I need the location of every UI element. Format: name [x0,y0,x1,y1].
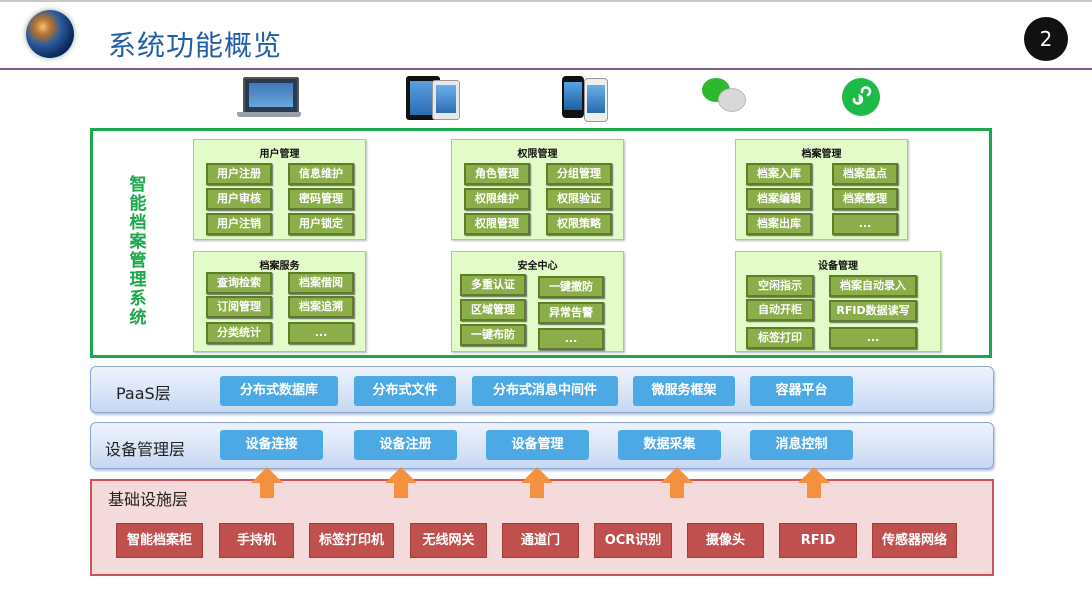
up-arrow-icon [521,467,553,498]
module-item[interactable]: 权限策略 [546,213,612,235]
infra-item[interactable]: 智能档案柜 [116,523,203,558]
module-title: 安全中心 [517,261,558,272]
module-archive-service: 档案服务 查询检索 档案借阅 订阅管理 档案追溯 分类统计 ... [193,251,366,352]
module-title: 设备管理 [818,261,858,272]
module-title: 用户管理 [259,149,300,160]
infra-item[interactable]: 标签打印机 [309,523,394,558]
module-item[interactable]: 异常告警 [538,302,604,324]
infra-item[interactable]: OCR识别 [594,523,672,558]
module-item[interactable]: 空闲指示 [746,275,814,297]
tablet-icon [406,76,460,120]
up-arrow-icon [661,467,693,498]
header-divider [0,68,1092,70]
module-item[interactable]: ... [538,328,604,350]
module-item[interactable]: ... [829,327,917,349]
paas-item[interactable]: 分布式文件 [354,376,456,406]
module-item[interactable]: 用户锁定 [288,213,354,235]
up-arrow-icon [251,467,283,498]
module-item[interactable]: 档案入库 [746,163,812,185]
module-item[interactable]: ... [288,322,354,344]
paas-item[interactable]: 容器平台 [750,376,853,406]
module-item[interactable]: 档案盘点 [832,163,898,185]
module-item[interactable]: 查询检索 [206,272,272,294]
module-item[interactable]: ... [832,213,898,235]
module-item[interactable]: 权限维护 [464,188,530,210]
module-item[interactable]: 档案借阅 [288,272,354,294]
device-layer-item[interactable]: 设备管理 [486,430,589,460]
smart-archive-system-panel [90,128,992,358]
device-layer-label: 设备管理层 [105,440,186,459]
infra-layer-label: 基础设施层 [108,490,189,509]
module-item[interactable]: 一键布防 [460,324,526,346]
module-item[interactable]: 角色管理 [464,163,530,185]
module-item[interactable]: 用户审核 [206,188,272,210]
module-title: 权限管理 [517,149,558,160]
module-title: 档案服务 [259,261,300,272]
module-item[interactable]: 档案出库 [746,213,812,235]
infra-item[interactable]: 无线网关 [410,523,487,558]
module-device-management: 设备管理 空闲指示 档案自动录入 自动开柜 RFID数据读写 标签打印 ... [735,251,941,352]
module-item[interactable]: 自动开柜 [746,299,814,321]
module-item[interactable]: 权限管理 [464,213,530,235]
system-vertical-label: 智能档案管理系统 [129,175,147,328]
device-layer-item[interactable]: 数据采集 [618,430,721,460]
infra-item[interactable]: 摄像头 [687,523,764,558]
module-item[interactable]: 分组管理 [546,163,612,185]
module-item[interactable]: 分类统计 [206,322,272,344]
infra-item[interactable]: 手持机 [219,523,294,558]
device-layer-item[interactable]: 消息控制 [750,430,853,460]
module-item[interactable]: 档案自动录入 [829,275,917,297]
module-item[interactable]: 信息维护 [288,163,354,185]
wechat-icon [702,78,746,112]
device-layer-item[interactable]: 设备连接 [220,430,323,460]
module-item[interactable]: 档案编辑 [746,188,812,210]
module-item[interactable]: 区域管理 [460,299,526,321]
module-item[interactable]: 档案整理 [832,188,898,210]
module-item[interactable]: 标签打印 [746,327,814,349]
module-security-center: 安全中心 多重认证 一键撤防 区域管理 异常告警 一键布防 ... [451,251,624,352]
mini-program-icon [842,78,880,116]
infra-item[interactable]: 传感器网络 [872,523,957,558]
page-title: 系统功能概览 [108,29,283,62]
paas-layer-label: PaaS层 [116,384,171,403]
paas-item[interactable]: 微服务框架 [633,376,735,406]
module-item[interactable]: 密码管理 [288,188,354,210]
globe-logo-icon [26,10,74,58]
paas-item[interactable]: 分布式数据库 [220,376,338,406]
page-number-badge: 2 [1024,17,1068,61]
module-item[interactable]: 多重认证 [460,274,526,296]
module-item[interactable]: 用户注销 [206,213,272,235]
module-item[interactable]: 权限验证 [546,188,612,210]
device-layer-item[interactable]: 设备注册 [354,430,457,460]
module-item[interactable]: 一键撤防 [538,276,604,298]
module-item[interactable]: 订阅管理 [206,296,272,318]
module-item[interactable]: 档案追溯 [288,296,354,318]
module-archive-management: 档案管理 档案入库 档案盘点 档案编辑 档案整理 档案出库 ... [735,139,908,240]
module-title: 档案管理 [801,149,842,160]
module-permission-management: 权限管理 角色管理 分组管理 权限维护 权限验证 权限管理 权限策略 [451,139,624,240]
top-border [0,0,1092,2]
phone-icon [562,76,608,122]
module-item[interactable]: RFID数据读写 [829,300,917,322]
infra-item[interactable]: RFID [779,523,857,558]
laptop-icon [237,77,301,117]
infra-item[interactable]: 通道门 [502,523,579,558]
up-arrow-icon [385,467,417,498]
module-user-management: 用户管理 用户注册 信息维护 用户审核 密码管理 用户注销 用户锁定 [193,139,366,240]
up-arrow-icon [798,467,830,498]
paas-item[interactable]: 分布式消息中间件 [472,376,618,406]
module-item[interactable]: 用户注册 [206,163,272,185]
